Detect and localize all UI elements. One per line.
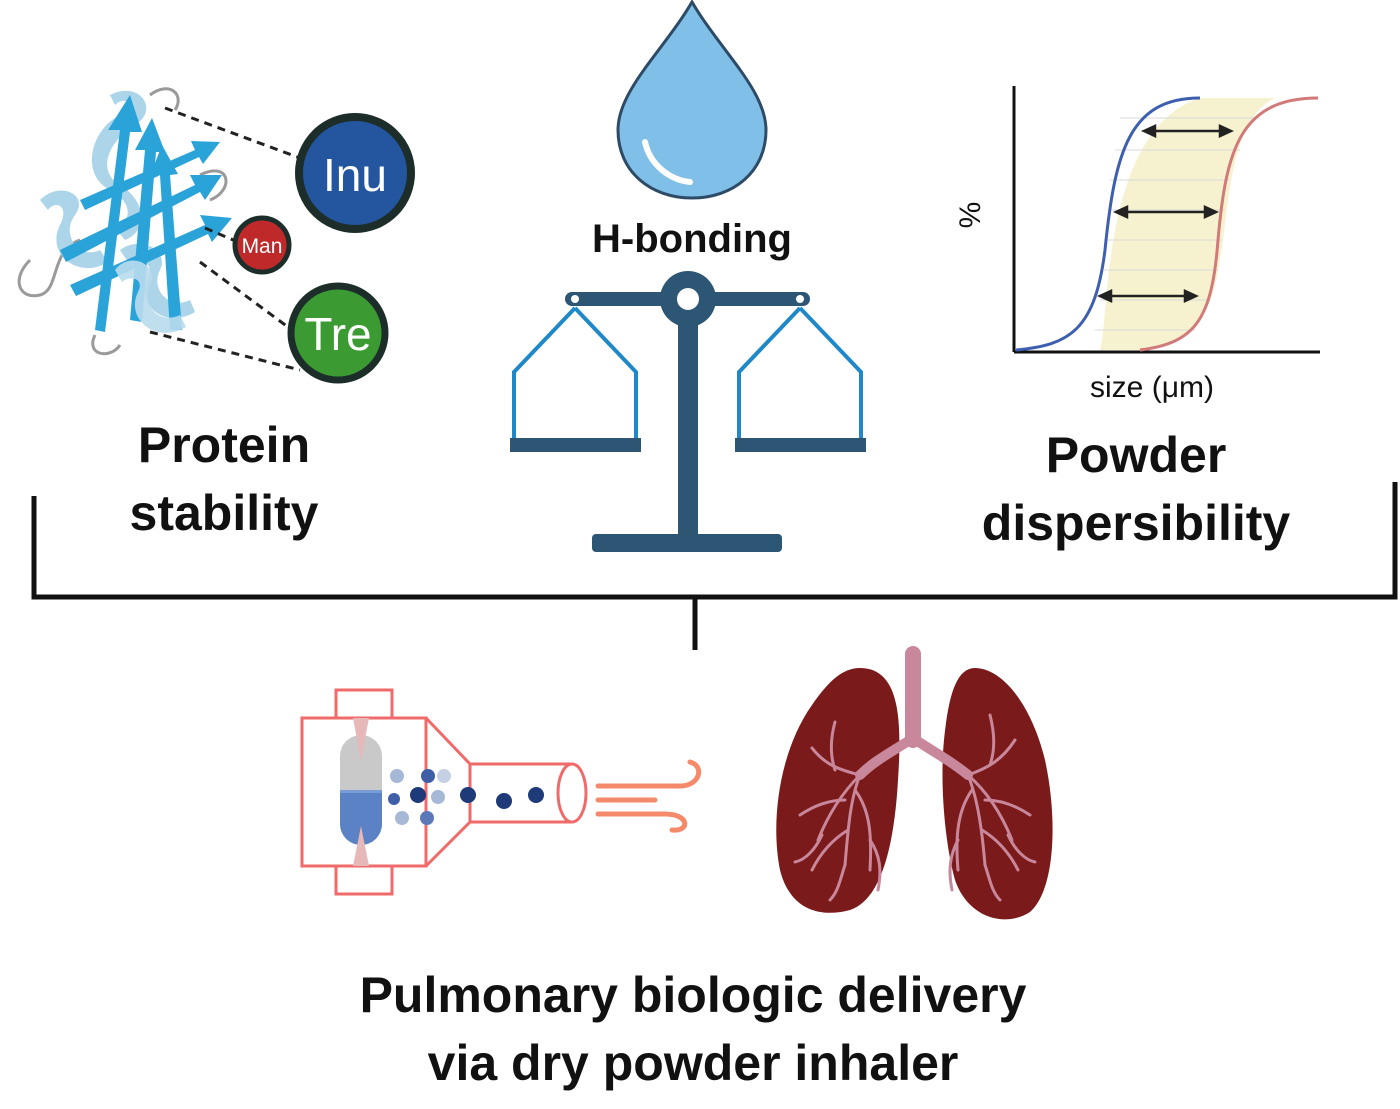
bracket-connector (31, 482, 1398, 650)
inulin-label: Inu (323, 149, 387, 201)
powder-dispersibility-label-line1: Powder (1046, 427, 1227, 483)
balance-scale-icon (510, 271, 866, 552)
protein-stability-label-line1: Protein (138, 417, 310, 473)
inulin-circle: Inu (295, 113, 415, 233)
blue-cumulative-curve (1015, 96, 1201, 352)
protein-icon (17, 87, 232, 356)
mannitol-circle: Man (232, 215, 292, 275)
lungs-icon (776, 646, 1053, 920)
powder-particles (388, 769, 544, 825)
airflow-icon (595, 759, 702, 833)
chart-x-label: size (μm) (1090, 371, 1214, 404)
water-drop-icon (616, 0, 768, 200)
powder-dispersibility-label-line2: dispersibility (982, 495, 1291, 551)
chart-y-label: % (954, 202, 987, 229)
inhaler-icon (300, 688, 588, 896)
bottom-label-line1: Pulmonary biologic delivery (360, 967, 1027, 1023)
trehalose-circle: Tre (287, 282, 389, 384)
protein-stability-label-line2: stability (130, 485, 319, 541)
bottom-label-line2: via dry powder inhaler (428, 1035, 959, 1091)
size-distribution-chart: % size (μm) (954, 86, 1320, 404)
h-bonding-label: H-bonding (592, 217, 792, 261)
mannitol-label: Man (242, 235, 283, 258)
excipient-connectors (149, 106, 301, 372)
trehalose-label: Tre (304, 308, 371, 360)
red-cumulative-curve (1139, 96, 1319, 352)
